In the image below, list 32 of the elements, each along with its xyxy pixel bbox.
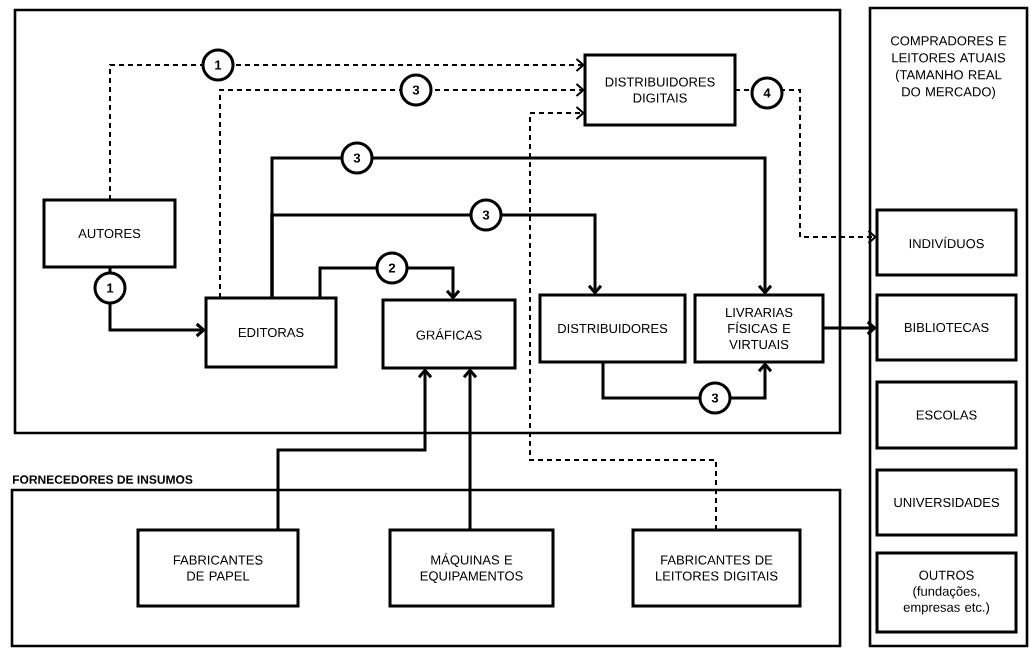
edge-label: 3: [698, 381, 732, 415]
edge-label: 1: [201, 48, 235, 82]
process-box: AUTORES: [42, 198, 177, 269]
arrow: [823, 320, 877, 336]
edge-label: 2: [375, 251, 409, 285]
edge-label: 3: [469, 198, 503, 232]
arrow: [276, 368, 433, 530]
edge-label: 4: [750, 76, 784, 110]
process-box: GRÁFICAS: [381, 298, 517, 370]
edge-label: 1: [93, 271, 127, 305]
arrow: [219, 83, 585, 299]
edge-label: 3: [340, 141, 374, 175]
arrow: [109, 58, 585, 201]
node-label: FORNECEDORES DE INSUMOS: [13, 475, 193, 484]
process-box: BIBLIOTECAS: [875, 293, 1018, 362]
process-box: LIVRARIAS FÍSICAS E VIRTUAIS: [693, 293, 825, 364]
process-box: EDITORAS: [204, 296, 338, 369]
process-box: OUTROS (fundações, empresas etc.): [875, 551, 1018, 634]
process-box: FABRICANTES DE PAPEL: [136, 528, 300, 608]
process-box: UNIVERSIDADES: [875, 468, 1018, 537]
process-box: DISTRIBUIDORES: [538, 293, 687, 364]
arrow: [462, 368, 478, 530]
process-box: DISTRIBUIDORES DIGITAIS: [583, 53, 737, 127]
process-box: ESCOLAS: [875, 380, 1018, 450]
arrow: [529, 106, 717, 531]
arrow: [270, 213, 603, 298]
process-box: MÁQUINAS E EQUIPAMENTOS: [388, 528, 555, 608]
frame-box: [13, 8, 842, 435]
edge-label: 3: [399, 73, 433, 107]
process-box: INDIVÍDUOS: [875, 208, 1018, 277]
process-box: FABRICANTES DE LEITORES DIGITAIS: [631, 528, 802, 608]
arrow: [601, 362, 773, 400]
